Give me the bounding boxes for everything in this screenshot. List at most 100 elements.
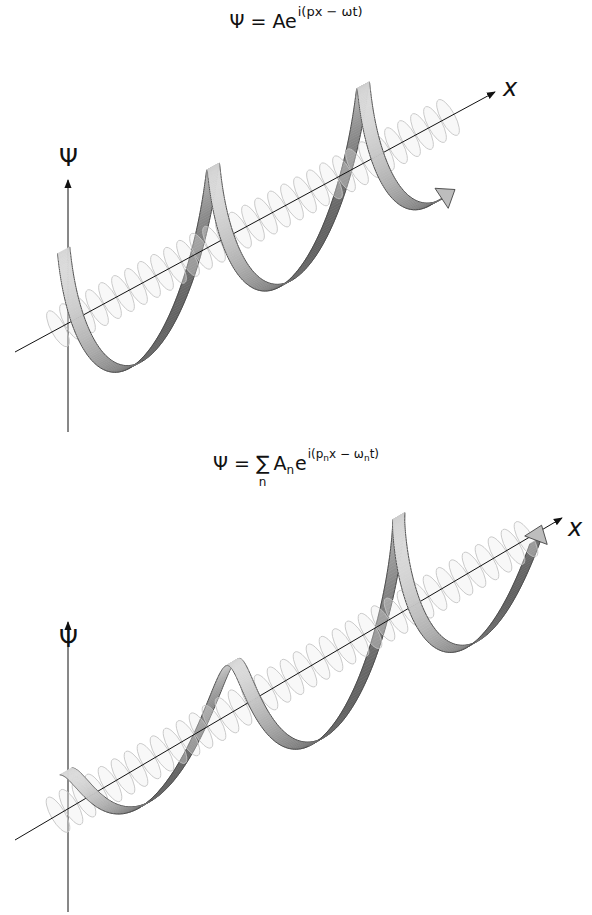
ribbon-edge: [392, 174, 393, 176]
ribbon-edge: [340, 712, 342, 715]
ribbon-edge: [228, 258, 229, 260]
ribbon-edge: [179, 287, 180, 290]
ribbon-edge: [86, 324, 88, 326]
ribbon-edge: [415, 209, 417, 210]
ribbon-edge: [105, 370, 107, 372]
ribbon-edge: [229, 220, 231, 222]
ribbon-edge: [377, 131, 379, 133]
ribbon-edge: [142, 357, 144, 359]
ribbon-edge: [389, 554, 390, 557]
ribbon-edge: [243, 256, 244, 258]
ribbon-edge: [237, 245, 239, 247]
ribbon-edge: [299, 266, 301, 268]
ribbon-edge: [390, 548, 391, 551]
ribbon-edge: [429, 205, 431, 207]
ribbon-edge: [334, 721, 336, 724]
ribbon-edge: [391, 172, 392, 174]
ribbon-edge: [116, 372, 118, 373]
ribbon-edge: [168, 314, 169, 317]
ribbon-edge: [485, 629, 487, 631]
ribbon-edge: [91, 333, 92, 335]
ribbon-edge: [382, 185, 383, 187]
ribbon-edge: [387, 192, 388, 194]
ribbon-edge: [231, 228, 233, 230]
ribbon-edge: [372, 108, 373, 110]
ribbon-edge: [263, 290, 265, 291]
x-axis: [15, 92, 495, 352]
ribbon-edge: [380, 143, 382, 145]
ribbon-edge: [234, 268, 235, 270]
ribbon-edge: [125, 369, 127, 371]
ribbon-edge: [74, 278, 75, 280]
ribbon-edge: [153, 796, 155, 797]
ribbon-edge: [228, 218, 230, 220]
ribbon-edge: [326, 214, 327, 217]
ribbon-edge: [63, 776, 65, 777]
ribbon-edge: [95, 342, 96, 344]
ribbon-arrowhead: [435, 188, 455, 208]
ribbon-edge: [266, 290, 268, 291]
ribbon-edge: [206, 173, 207, 175]
ribbon-edge: [388, 558, 389, 561]
ribbon-edge: [372, 104, 373, 106]
ribbon-edge: [327, 211, 328, 214]
ribbon-edge: [385, 188, 386, 190]
ribbon-edge: [107, 370, 109, 371]
ribbon-edge: [227, 256, 228, 258]
ribbon-edge: [178, 291, 179, 294]
ribbon-edge: [226, 210, 228, 212]
ribbon-edge: [356, 679, 358, 683]
ribbon-edge: [173, 770, 174, 772]
ribbon-edge: [420, 208, 422, 209]
ribbon-edge: [381, 182, 382, 184]
ribbon-edge: [72, 270, 73, 272]
ribbon-edge: [85, 320, 87, 322]
ribbon-edge: [83, 348, 84, 350]
ribbon-edge: [404, 207, 406, 209]
ribbon-edge: [419, 209, 421, 210]
ribbon-edge: [93, 338, 94, 340]
ribbon-edge: [253, 288, 255, 290]
ribbon-edge: [154, 794, 156, 796]
ribbon-edge: [172, 772, 173, 774]
ribbon-edge: [349, 695, 351, 699]
ribbon-edge: [482, 633, 484, 635]
ribbon-edge: [322, 224, 323, 227]
ribbon-edge: [222, 667, 224, 669]
ribbon-edge: [381, 596, 383, 600]
ribbon-edge: [403, 206, 405, 208]
ribbon-edge: [353, 687, 355, 691]
ribbon-edge: [330, 204, 331, 207]
ribbon-edge: [301, 264, 303, 266]
ribbon-edge: [220, 670, 222, 672]
ribbon-edge: [264, 291, 266, 292]
ribbon-edge: [364, 658, 366, 662]
ribbon-edge: [253, 271, 254, 273]
ribbon-edge: [251, 269, 252, 271]
ribbon-edge: [325, 217, 326, 220]
ribbon-edge: [381, 145, 383, 147]
ribbon-edge: [376, 171, 377, 173]
ribbon-edge: [143, 355, 145, 357]
ribbon-edge: [175, 767, 176, 769]
ribbon-edge: [242, 254, 243, 256]
ribbon-edge: [369, 645, 370, 649]
ribbon-edge: [180, 284, 181, 287]
ribbon-edge: [175, 298, 176, 301]
ribbon-edge: [430, 204, 432, 205]
ribbon-edge: [324, 221, 325, 224]
ribbon-edge: [336, 718, 338, 721]
ribbon-edge: [115, 372, 117, 373]
ribbon-edge: [326, 731, 328, 733]
ribbon-edge: [378, 136, 380, 138]
ribbon-edge: [173, 304, 174, 307]
ribbon-edge: [177, 294, 178, 297]
ribbon-edge: [256, 289, 258, 291]
ribbon-edge: [491, 622, 493, 624]
ribbon-edge: [170, 774, 171, 776]
ribbon-edge: [225, 206, 227, 208]
ribbon-edge: [406, 208, 408, 210]
ribbon-edge: [77, 295, 79, 297]
ribbon-edge: [293, 278, 295, 279]
